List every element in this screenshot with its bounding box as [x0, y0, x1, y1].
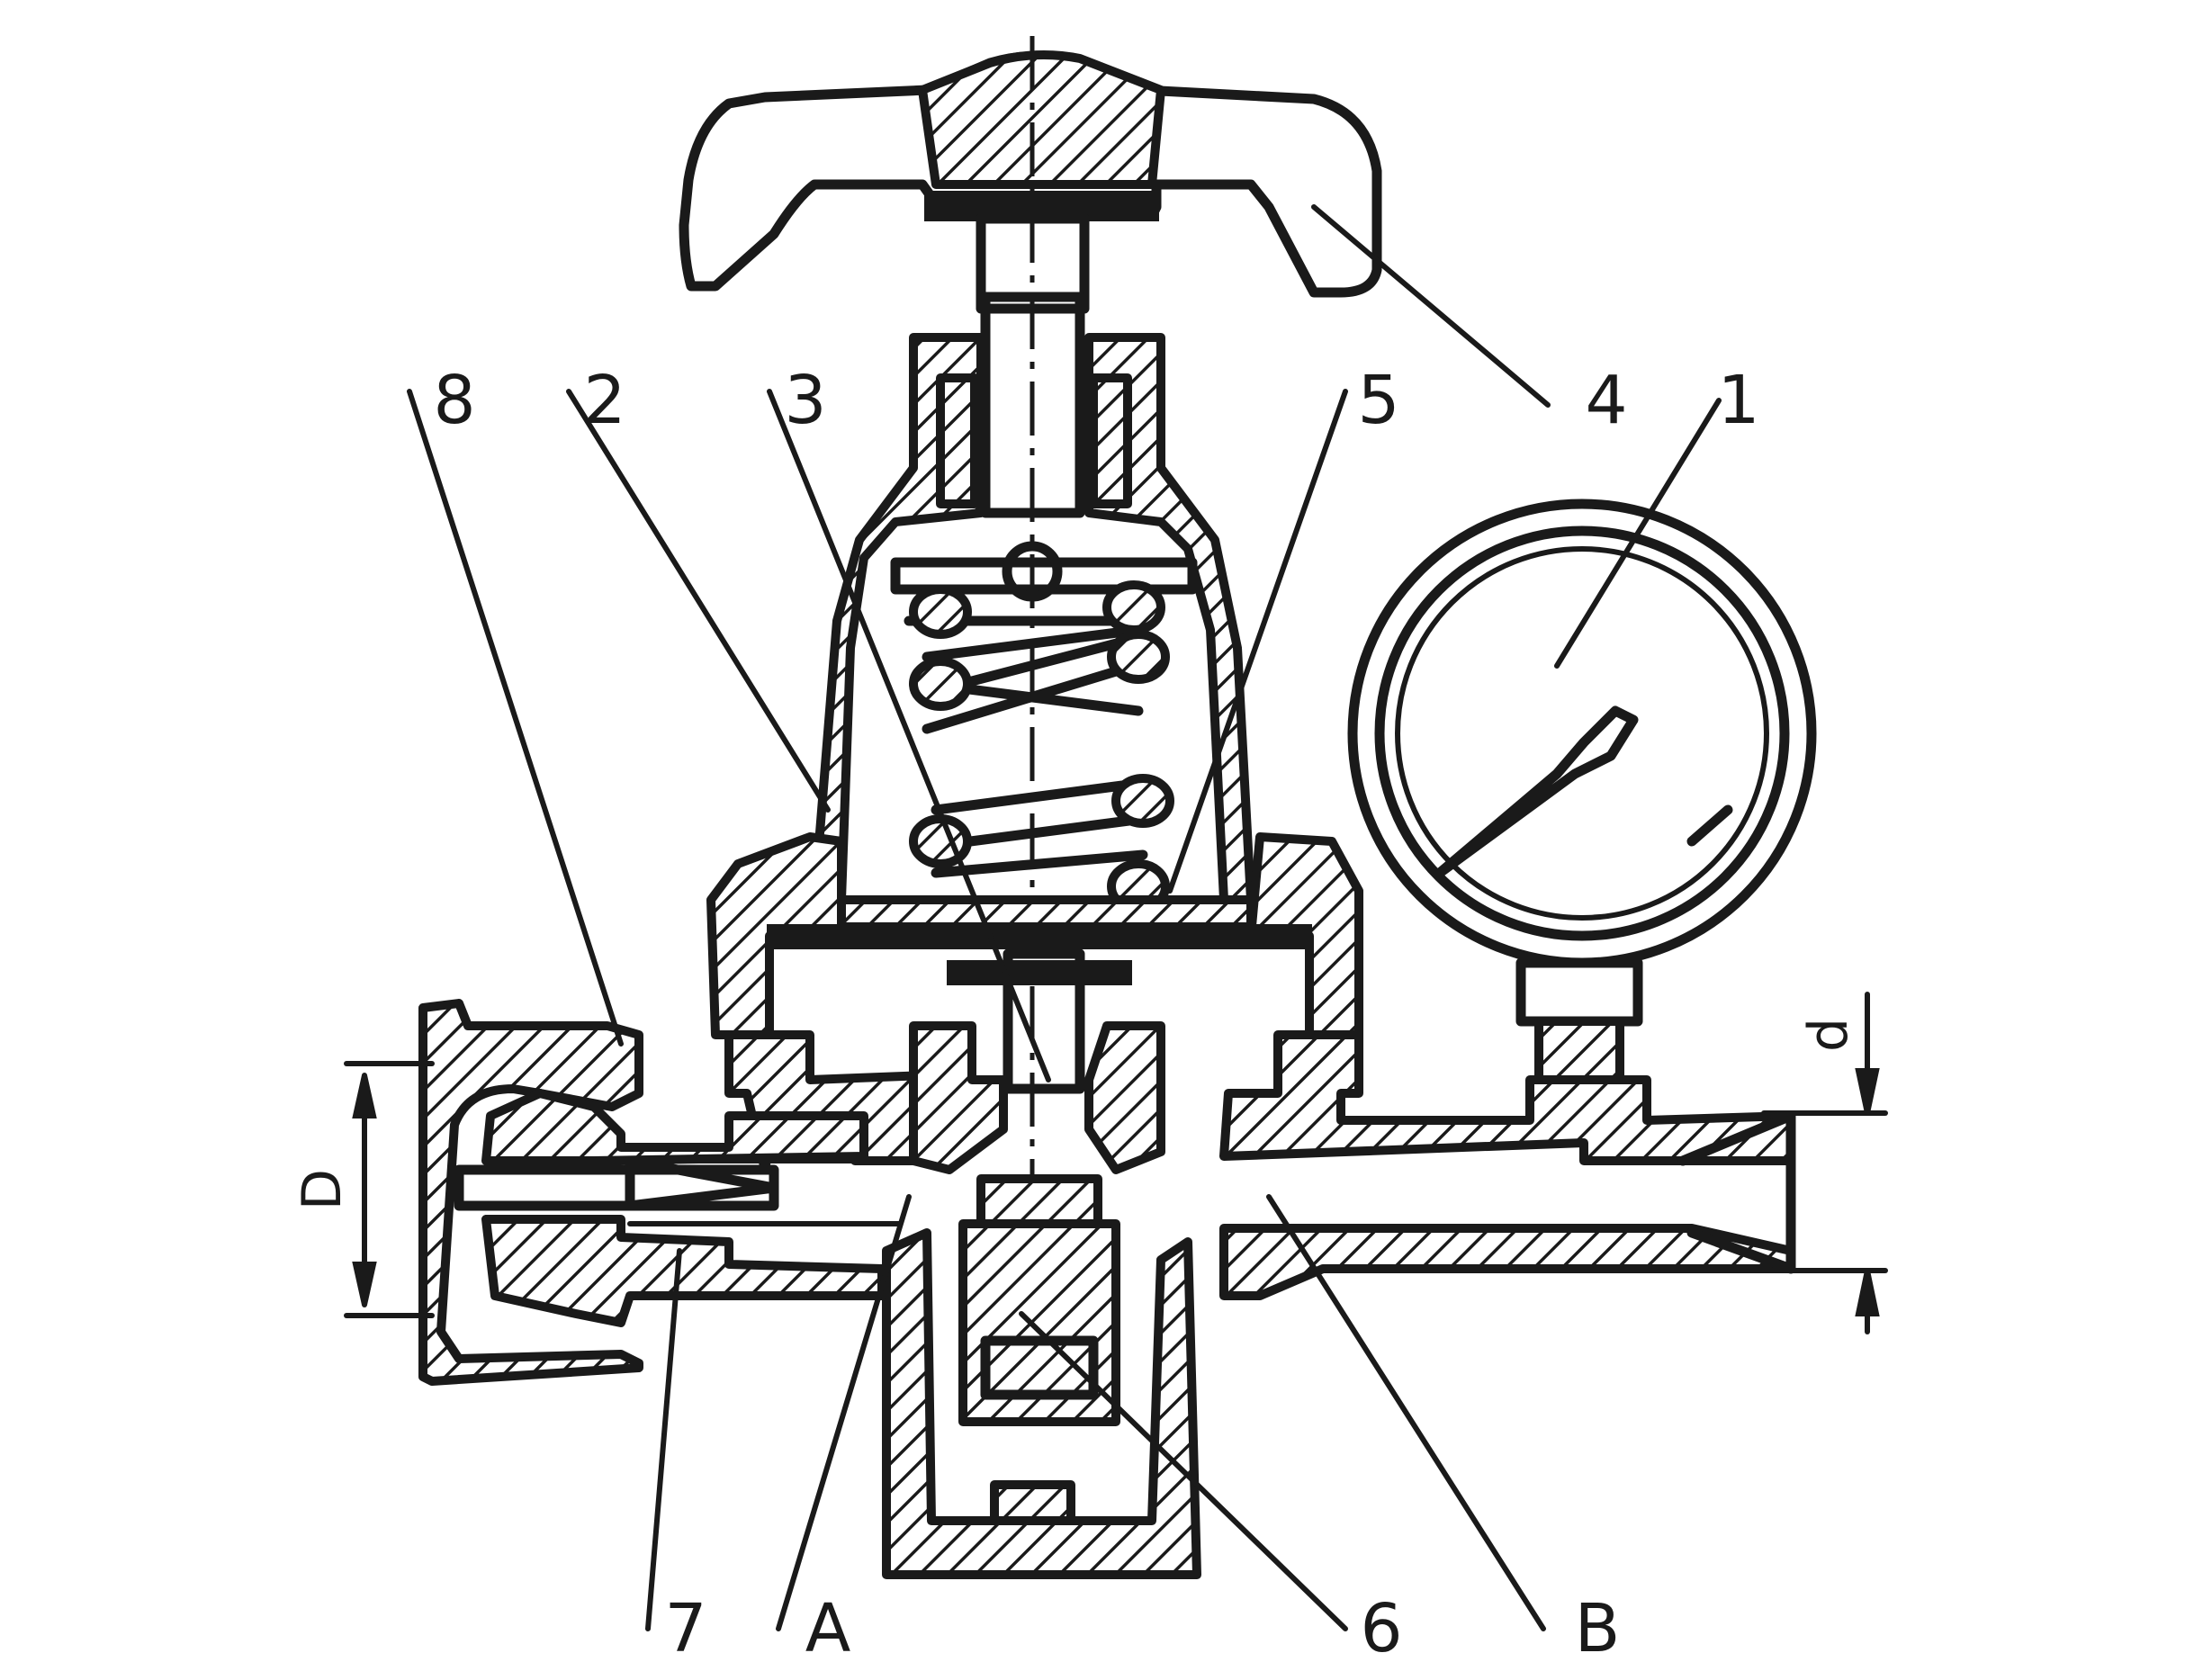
spring	[904, 580, 1174, 913]
dimension-label-d: d	[1797, 1018, 1860, 1052]
callout-2: 2	[583, 362, 625, 439]
callout-7: 7	[664, 1590, 706, 1667]
valve-seat-assembly	[909, 948, 1165, 1426]
callout-4: 4	[1585, 362, 1627, 439]
dimension-label-D: D	[291, 1169, 354, 1210]
callout-5: 5	[1357, 362, 1399, 439]
callout-6: 6	[1360, 1590, 1402, 1667]
callout-1: 1	[1717, 362, 1759, 439]
callout-3: 3	[784, 362, 826, 439]
callout-8: 8	[433, 362, 475, 439]
callout-B: B	[1575, 1590, 1621, 1667]
valve-body	[724, 1030, 1796, 1300]
dimension-inlet-diameter: D	[291, 1061, 435, 1318]
dimension-outlet-diameter: d	[1761, 992, 1888, 1334]
diaphragm-housing	[706, 832, 1363, 1039]
leader-lines	[407, 204, 1722, 1631]
callout-A: A	[805, 1590, 851, 1667]
callout-labels: 8 2 3 5 4 1 7 A 6 B	[433, 362, 1759, 1667]
inlet-fitting	[418, 999, 903, 1386]
handwheel	[679, 50, 1382, 314]
pressure-gauge	[1347, 499, 1817, 1143]
bottom-cap	[882, 1228, 1201, 1579]
